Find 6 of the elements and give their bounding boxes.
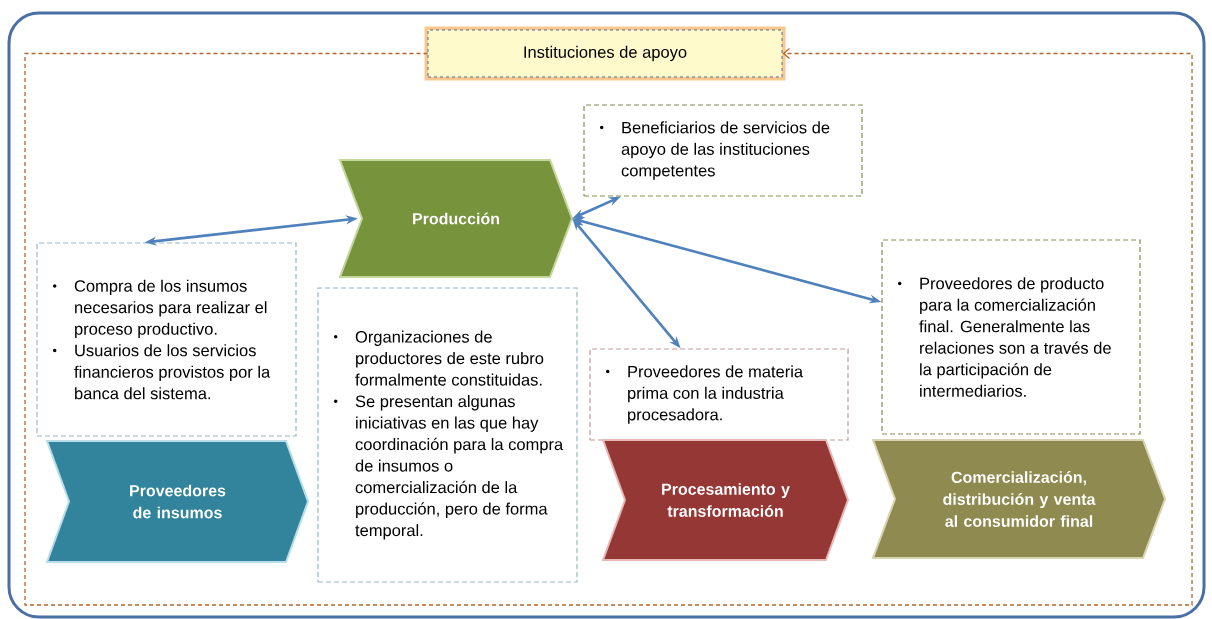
note-box: Organizaciones de productores de este rubro formalmente constituidas. Se presentan algunas iniciativas en las que hay coordinación para la compra de insumos o comercialización de la producción, pero de forma temporal.	[317, 287, 578, 583]
note-box: Proveedores de producto para la comercialización final. Generalmente las relaciones son a través de la participación de intermediarios.	[881, 239, 1141, 435]
note-box: Compra de los insumos necesarios para realizar el proceso productivo. Usuarios de los servicios financieros provistos por la banca del sistema.	[36, 242, 297, 437]
note-box: Proveedores de materia prima con la industria procesadora.	[589, 348, 849, 441]
heading-box: Instituciones de apoyo	[424, 26, 786, 81]
note-box: Beneficiarios de servicios de apoyo de las instituciones competentes	[583, 104, 863, 197]
